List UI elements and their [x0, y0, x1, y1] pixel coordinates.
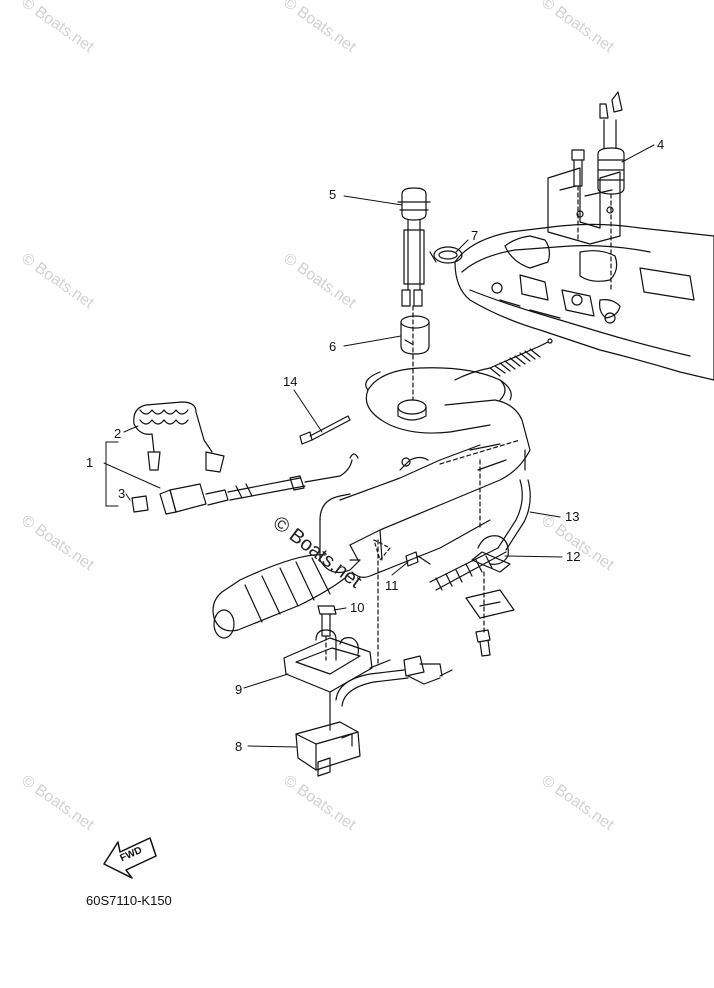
switch-5	[397, 187, 431, 401]
callout-12: 12	[566, 549, 581, 564]
callout-8: 8	[235, 739, 243, 754]
upper-casing	[454, 167, 714, 381]
engine-stop-switch-1	[159, 453, 359, 515]
lanyard-2	[133, 401, 225, 473]
cable-tie-14	[299, 415, 351, 445]
throttle-cable	[454, 338, 553, 381]
callout-1: 1	[86, 455, 94, 470]
clip-7	[429, 246, 463, 264]
callout-13: 13	[565, 509, 580, 524]
bracket-9	[283, 629, 391, 701]
callout-leaders	[103, 144, 655, 748]
screw-11	[405, 551, 431, 567]
callout-6: 6	[329, 339, 337, 354]
callout-11: 11	[385, 578, 399, 593]
stop-switch-4	[571, 91, 625, 291]
callout-7: 7	[471, 228, 479, 243]
cap-3	[131, 495, 149, 513]
callout-3: 3	[118, 486, 126, 501]
tiller-arm	[212, 367, 531, 639]
callout-5: 5	[329, 187, 337, 202]
callout-4: 4	[657, 137, 665, 152]
diagram-code: 60S7110-K150	[86, 893, 172, 908]
clamp-12	[465, 535, 515, 657]
fwd-arrow-icon	[103, 837, 157, 879]
callout-9: 9	[235, 682, 243, 697]
callout-2: 2	[114, 426, 122, 441]
grommet-6	[400, 315, 430, 355]
cdi-unit-8	[295, 721, 361, 777]
callout-14: 14	[283, 374, 298, 389]
corrugated-tube-13	[429, 479, 531, 591]
wiring-harness	[329, 655, 453, 731]
callout-10: 10	[350, 600, 365, 615]
